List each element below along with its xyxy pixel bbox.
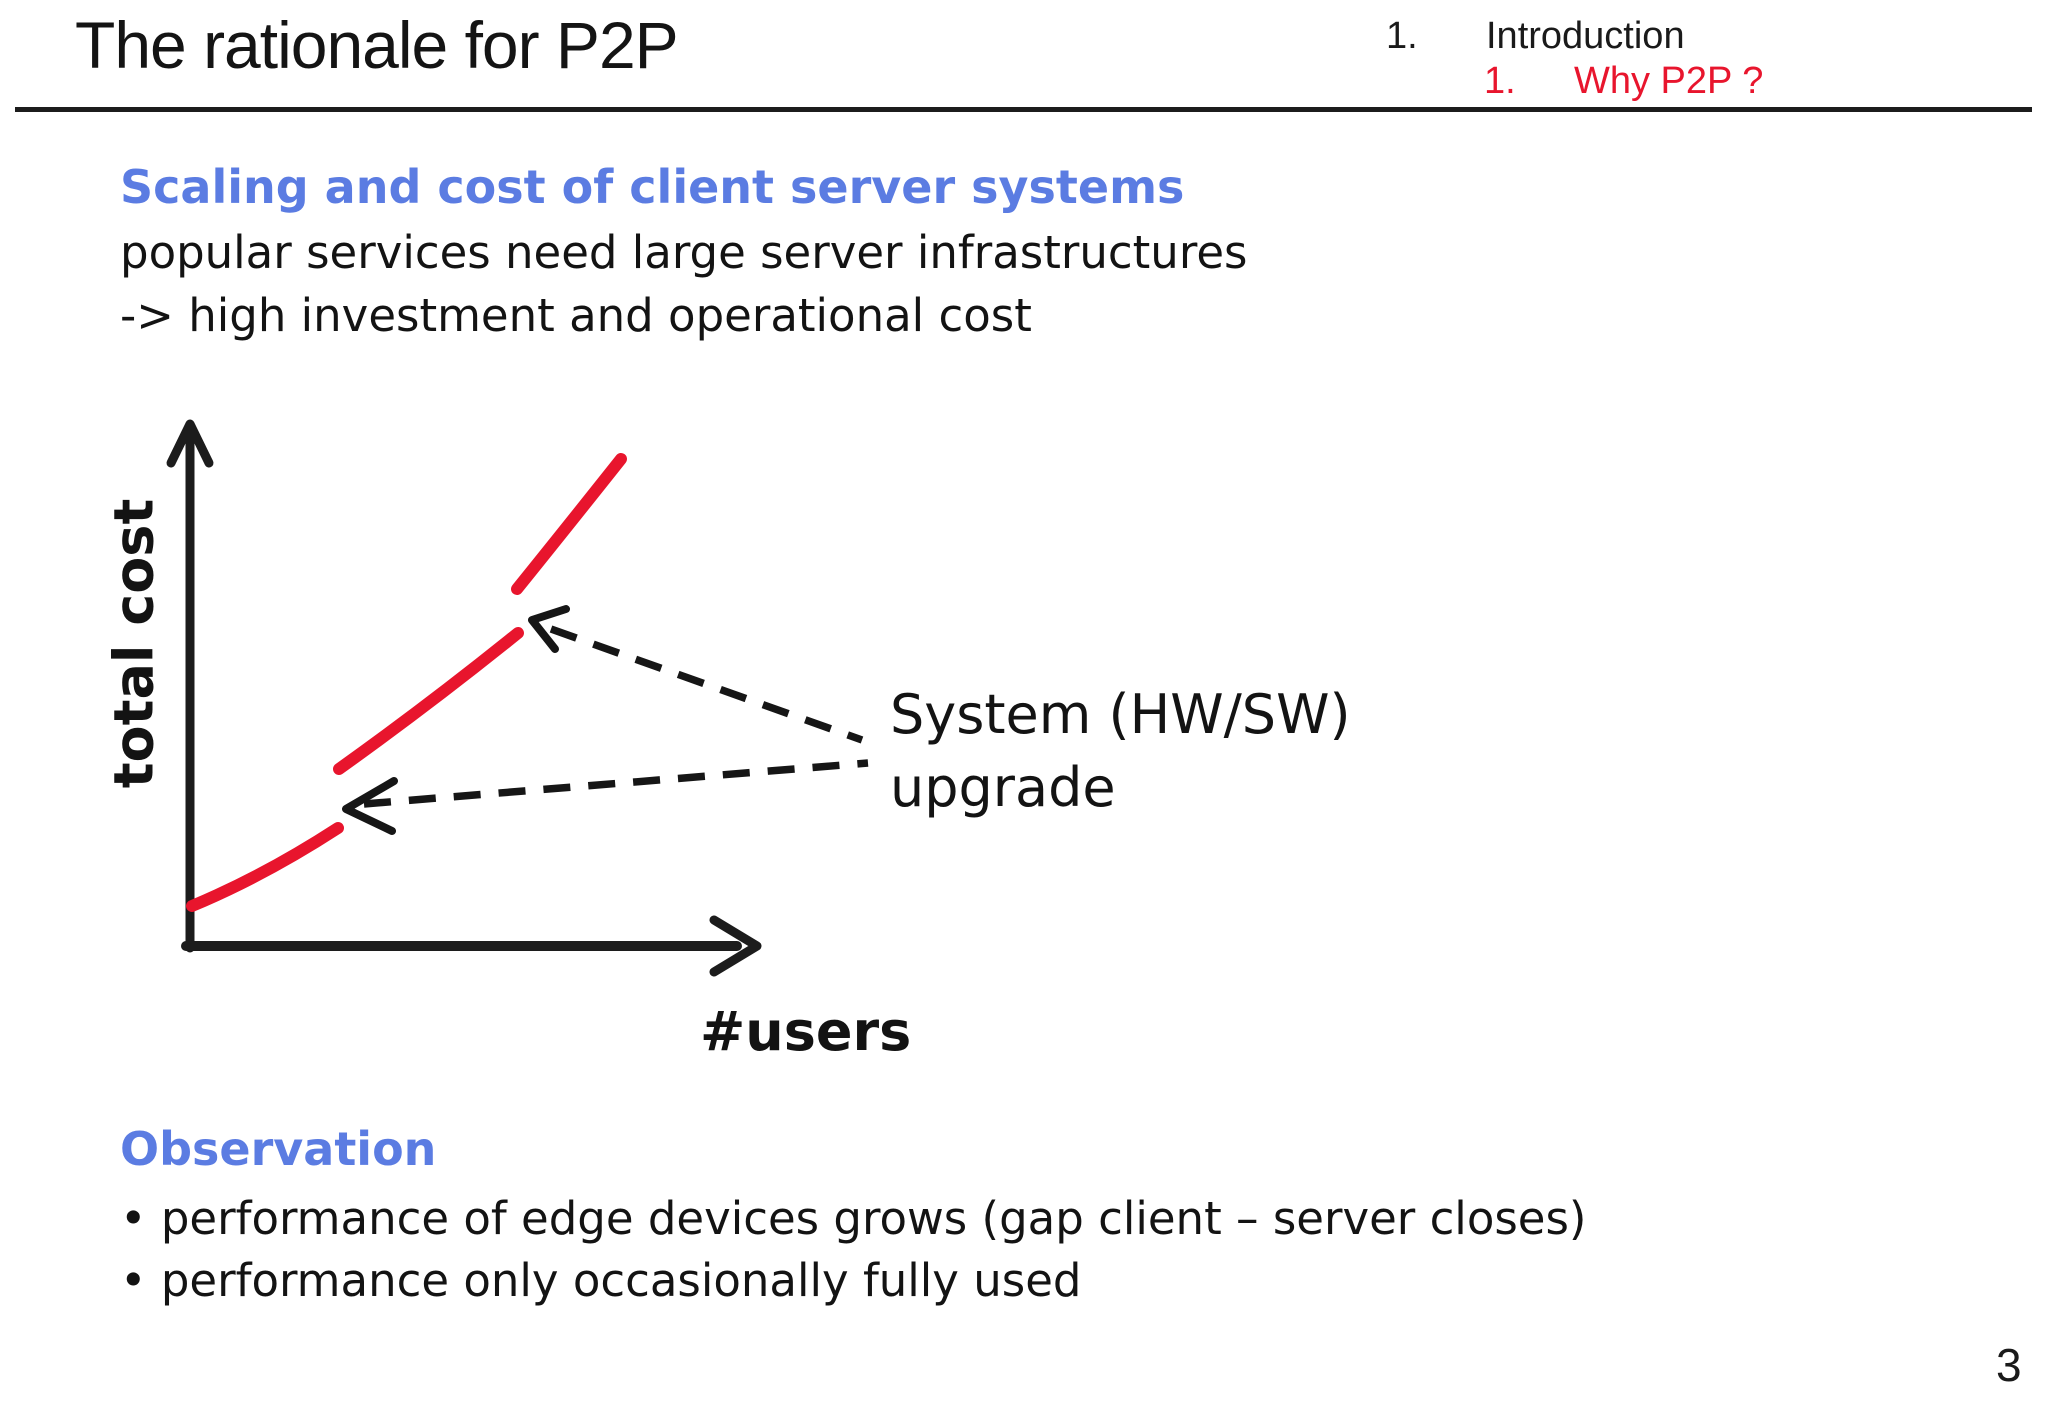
- x-axis-arrowhead-icon: [709, 915, 762, 977]
- outline-subitem-label: Why P2P ?: [1574, 60, 1764, 102]
- y-axis-label: total cost: [102, 498, 166, 789]
- section-heading-observation: Observation: [120, 1122, 437, 1176]
- outline-subitem-number: 1.: [1484, 60, 1516, 102]
- page-number: 3: [1996, 1339, 2022, 1391]
- upgrade-arrow-lower-head-icon: [342, 777, 398, 835]
- upgrade-arrow-upper-shaft: [549, 625, 864, 744]
- upgrade-annotation: System (HW/SW) upgrade: [890, 678, 1351, 824]
- cost-curve-segment-3: [511, 453, 627, 595]
- slide-title: The rationale for P2P: [75, 8, 679, 82]
- observation-bullet-1: • performance of edge devices grows (gap…: [120, 1192, 1587, 1245]
- outline-item-number: 1.: [1386, 15, 1418, 57]
- x-axis-label: #users: [700, 1000, 912, 1063]
- upgrade-arrow-lower-shaft: [363, 759, 869, 808]
- section-text-line2: -> high investment and operational cost: [120, 289, 1032, 342]
- upgrade-arrow-upper-head-icon: [528, 605, 570, 653]
- outline-item-why-p2p: 1. Why P2P ?: [1484, 59, 1763, 104]
- outline-item-introduction: 1. Introduction: [1386, 14, 1763, 59]
- outline-item-label: Introduction: [1486, 15, 1685, 57]
- y-axis-arrowhead-icon: [166, 419, 214, 468]
- section-heading-scaling: Scaling and cost of client server system…: [120, 160, 1185, 214]
- cost-curve-segment-1: [186, 822, 344, 912]
- cost-curve-segment-2: [333, 627, 524, 775]
- outline-nav: 1.Introduction 1.Why P2P ?: [1386, 14, 1763, 104]
- section-text-line1: popular services need large server infra…: [120, 226, 1248, 279]
- header-divider: [15, 107, 2032, 112]
- upgrade-annotation-line1: System (HW/SW): [890, 683, 1351, 746]
- observation-bullet-2: • performance only occasionally fully us…: [120, 1254, 1082, 1307]
- upgrade-annotation-line2: upgrade: [890, 756, 1116, 819]
